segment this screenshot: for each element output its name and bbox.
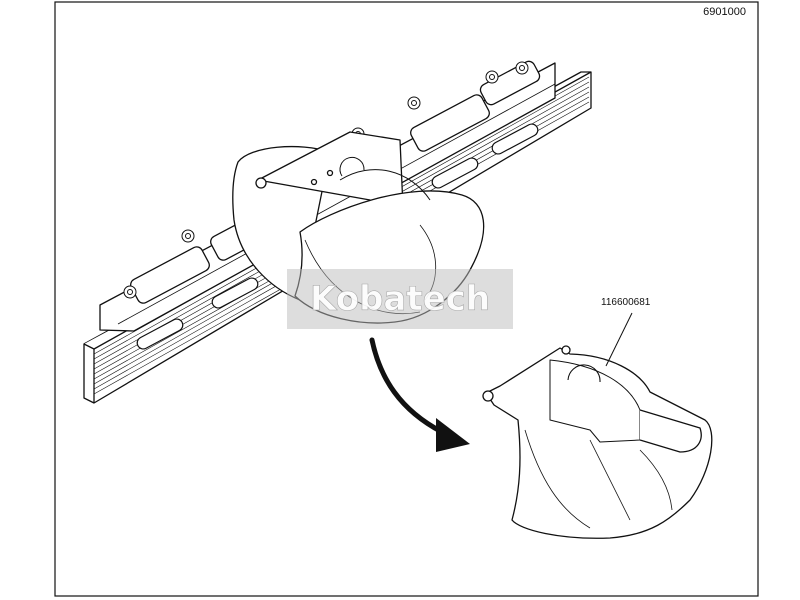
loose-cap-part bbox=[482, 345, 713, 539]
motion-arrow bbox=[369, 337, 470, 452]
slots bbox=[136, 123, 539, 350]
part-number-label: 116600681 bbox=[601, 297, 651, 308]
watermark-band bbox=[287, 269, 513, 329]
rail-assembly bbox=[83, 60, 592, 404]
callout-leader bbox=[605, 312, 633, 367]
drawing-frame bbox=[54, 1, 759, 597]
drawing-number: 6901000 bbox=[703, 6, 746, 18]
watermark-logo: Kobatech bbox=[310, 279, 490, 319]
